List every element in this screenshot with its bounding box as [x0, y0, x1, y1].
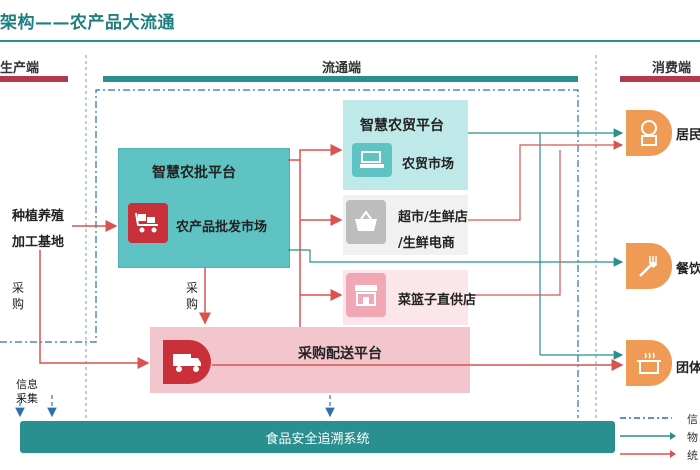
truck-icon [163, 340, 211, 384]
legend-lines [620, 417, 676, 458]
person-icon [626, 110, 672, 156]
trace-system-label: 食品安全追溯系统 [265, 431, 370, 447]
fork-icon [626, 243, 672, 289]
circulation-bar [103, 76, 578, 82]
consumer-catering: 餐饮 [676, 262, 700, 277]
supermarket-line2: /生鲜电商 [398, 236, 455, 251]
trace-system-bar: 食品安全追溯系统 [20, 421, 615, 453]
supermarket-line1: 超市/生鲜店 [398, 210, 468, 225]
producer-line2: 加工基地 [12, 235, 65, 250]
consumer-group: 团体 [676, 361, 700, 376]
storefront-icon [346, 273, 386, 317]
legend-logistics: 物 [687, 431, 698, 444]
page-title: 架构——农产品大流通 [0, 13, 175, 33]
legend-info: 信 [687, 413, 698, 426]
cart-icon [128, 203, 168, 243]
scale-icon [352, 143, 392, 177]
wholesale-market-label: 农产品批发市场 [176, 220, 268, 235]
basket-icon [346, 200, 386, 244]
trade-title: 智慧农贸平台 [360, 118, 444, 134]
wholesale-title: 智慧农批平台 [152, 165, 236, 181]
trade-market-label: 农贸市场 [402, 157, 455, 172]
producer-line1: 种植养殖 [12, 209, 65, 224]
consumer-bar [620, 76, 700, 82]
title-divider [0, 40, 700, 42]
delivery-label: 采购配送平台 [298, 346, 382, 362]
wholesale-procure-label: 采购 [186, 281, 199, 311]
section-producer: 生产端 [0, 61, 40, 76]
section-circulation: 流通端 [322, 61, 362, 76]
producer-bar [0, 76, 68, 82]
info-collect-label: 信息采集 [16, 378, 38, 405]
consumer-resident: 居民 [676, 128, 700, 143]
section-consumer: 消费端 [652, 61, 692, 76]
pot-icon [626, 340, 672, 386]
producer-procure-label: 采购 [12, 281, 25, 311]
legend-unified: 统 [687, 449, 698, 462]
basket-store-label: 菜篮子直供店 [398, 293, 477, 308]
